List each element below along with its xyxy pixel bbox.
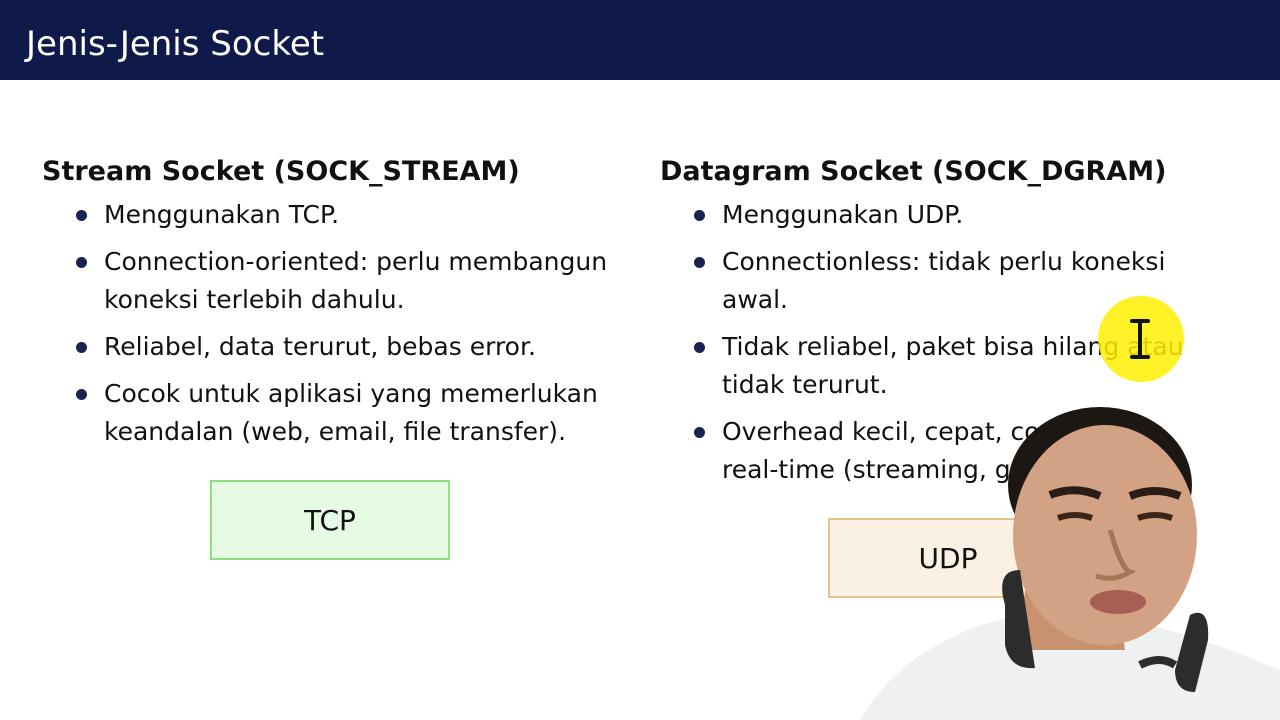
text-cursor-icon bbox=[1130, 319, 1150, 359]
datagram-socket-heading: Datagram Socket (SOCK_DGRAM) bbox=[660, 156, 1167, 187]
slide-title: Jenis-Jenis Socket bbox=[26, 24, 325, 64]
tcp-box: TCP bbox=[210, 480, 450, 560]
list-item: Menggunakan UDP. bbox=[660, 196, 1220, 234]
list-item: Menggunakan TCP. bbox=[42, 196, 632, 234]
bullet-icon bbox=[76, 257, 87, 268]
webcam-overlay bbox=[830, 400, 1280, 720]
list-item: Connectionless: tidak perlu koneksi awal… bbox=[660, 243, 1220, 319]
slide-title-bar: Jenis-Jenis Socket bbox=[0, 0, 1280, 80]
bullet-icon bbox=[76, 389, 87, 400]
bullet-icon bbox=[76, 210, 87, 221]
bullet-icon bbox=[694, 210, 705, 221]
bullet-icon bbox=[694, 257, 705, 268]
stream-socket-column: Stream Socket (SOCK_STREAM) Menggunakan … bbox=[42, 152, 632, 460]
stream-socket-heading: Stream Socket (SOCK_STREAM) bbox=[42, 156, 520, 187]
bullet-icon bbox=[76, 342, 87, 353]
stream-socket-list: Menggunakan TCP. Connection-oriented: pe… bbox=[42, 196, 632, 451]
bullet-icon bbox=[694, 427, 705, 438]
list-item: Reliabel, data terurut, bebas error. bbox=[42, 328, 632, 366]
presenter-video bbox=[860, 407, 1280, 720]
bullet-icon bbox=[694, 342, 705, 353]
list-item: Cocok untuk aplikasi yang memerlukan kea… bbox=[42, 375, 632, 451]
list-item: Connection-oriented: perlu membangun kon… bbox=[42, 243, 632, 319]
